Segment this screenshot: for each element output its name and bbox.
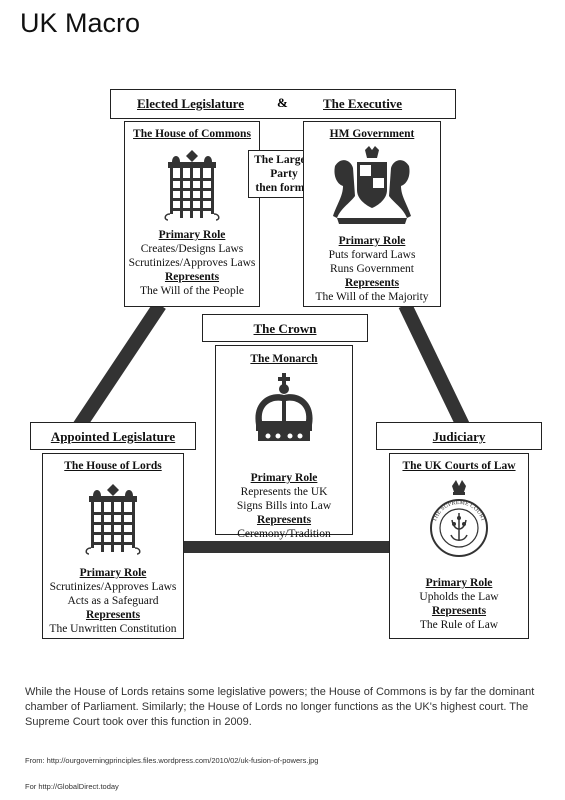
the-crown-label: The Crown <box>253 321 317 336</box>
executive-label: The Executive <box>323 96 403 111</box>
footer-paragraph: While the House of Lords retains some le… <box>25 686 535 728</box>
commons-represents-label: Represents <box>164 271 220 283</box>
appointed-legislature-header: Appointed Legislature <box>30 422 196 450</box>
largest-party-line-3: then forms: <box>255 182 313 194</box>
portcullis-icon <box>85 484 141 555</box>
government-role-1: Puts forward Laws <box>328 249 416 261</box>
largest-party-line-1: The Largest <box>254 154 314 166</box>
government-role-2: Runs Government <box>329 263 414 275</box>
connector-right <box>398 301 477 444</box>
government-represents-value: The Will of the Majority <box>315 291 429 303</box>
courts-primary-role-label: Primary Role <box>425 577 493 589</box>
government-represents-label: Represents <box>344 277 400 289</box>
courts-represents-value: The Rule of Law <box>419 619 499 631</box>
royal-coat-of-arms-icon <box>333 146 411 224</box>
commons-role-2: Scrutinizes/Approves Laws <box>128 257 256 269</box>
monarch-box: The Monarch Primary Role Represents the … <box>215 345 353 540</box>
credit-line: For http://GlobalDirect.today <box>25 782 119 791</box>
house-of-commons-box: The House of Commons Primary Role Create… <box>124 121 260 307</box>
commons-role-1: Creates/Designs Laws <box>140 243 244 255</box>
courts-of-law-box: The UK Courts of Law THE SUPREME COURT P… <box>389 453 529 639</box>
courts-of-law-title: The UK Courts of Law <box>402 460 516 472</box>
monarch-represents-label: Represents <box>256 514 312 526</box>
government-primary-role-label: Primary Role <box>338 235 406 247</box>
appointed-legislature-label: Appointed Legislature <box>50 429 176 444</box>
elected-legislature-label: Elected Legislature <box>137 96 244 111</box>
portcullis-icon <box>164 150 220 221</box>
courts-role-1: Upholds the Law <box>419 591 499 603</box>
the-crown-header: The Crown <box>202 314 368 342</box>
largest-party-line-2: Party <box>270 168 298 180</box>
monarch-role-1: Represents the UK <box>240 486 328 498</box>
crown-icon <box>255 373 313 441</box>
elected-executive-header: Elected Legislature & The Executive <box>110 89 456 119</box>
page-title: UK Macro <box>20 8 141 38</box>
house-of-commons-title: The House of Commons <box>133 128 251 140</box>
judiciary-label: Judiciary <box>432 429 486 444</box>
monarch-title: The Monarch <box>250 353 318 365</box>
lords-primary-role-label: Primary Role <box>79 567 147 579</box>
monarch-primary-role-label: Primary Role <box>250 472 318 484</box>
monarch-represents-value: Ceremony/Tradition <box>237 528 331 540</box>
hm-government-title: HM Government <box>329 128 415 140</box>
commons-represents-value: The Will of the People <box>139 285 245 297</box>
lords-role-2: Acts as a Safeguard <box>67 595 159 607</box>
lords-represents-value: The Unwritten Constitution <box>49 623 177 635</box>
commons-primary-role-label: Primary Role <box>158 229 226 241</box>
supreme-court-seal-icon: THE SUPREME COURT <box>430 480 488 557</box>
lords-represents-label: Represents <box>85 609 141 621</box>
connector-left <box>64 301 166 444</box>
hm-government-box: HM Government Primary Role Puts forward … <box>303 121 441 307</box>
house-of-lords-box: The House of Lords Primary Role Scrutini… <box>42 453 184 639</box>
lords-role-1: Scrutinizes/Approves Laws <box>49 581 177 593</box>
house-of-lords-title: The House of Lords <box>64 460 162 472</box>
courts-represents-label: Represents <box>431 605 487 617</box>
monarch-role-2: Signs Bills into Law <box>236 500 332 512</box>
ampersand: & <box>277 95 288 110</box>
judiciary-header: Judiciary <box>376 422 542 450</box>
source-citation: From: http://ourgoverningprinciples.file… <box>25 756 319 765</box>
